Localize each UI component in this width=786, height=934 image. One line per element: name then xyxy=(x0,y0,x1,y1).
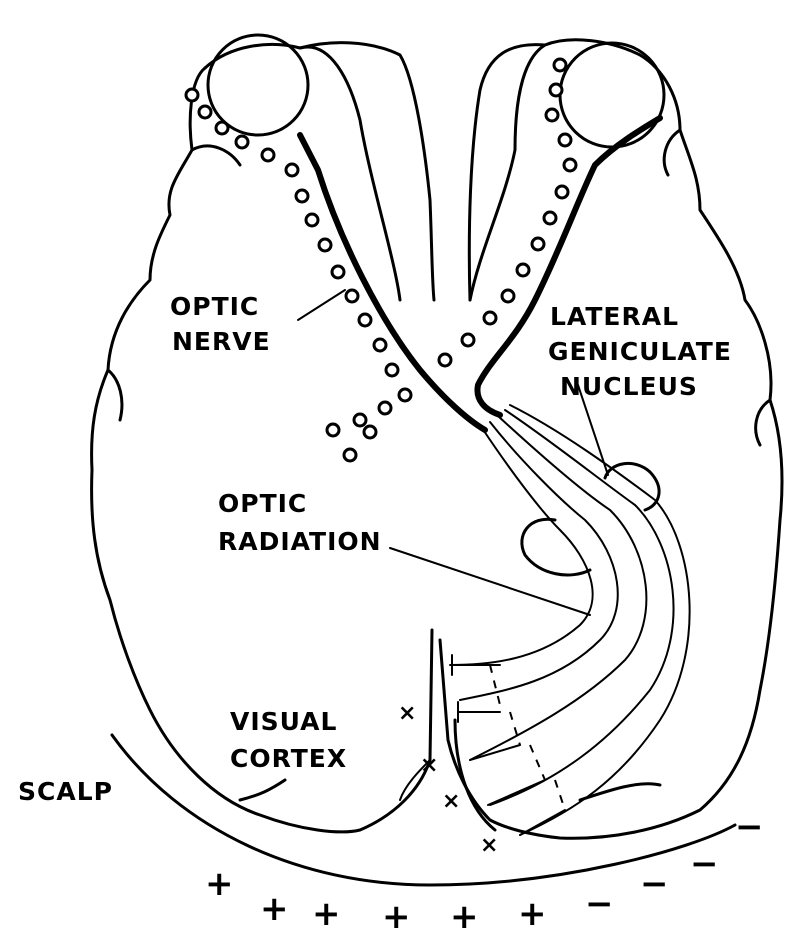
cross-mark: × xyxy=(480,833,498,858)
cross-mark: × xyxy=(442,789,460,814)
optic-radiation-bundle xyxy=(450,405,690,835)
lgn-label-line2: GENICULATE xyxy=(548,337,732,366)
scalp-label: SCALP xyxy=(18,777,113,806)
optic-radiation-label-line2: RADIATION xyxy=(218,527,382,556)
left-eye xyxy=(208,35,308,135)
visual-cortex-label-line2: CORTEX xyxy=(230,744,347,773)
cross-mark: × xyxy=(398,701,416,726)
plus-sign: + xyxy=(518,894,547,934)
positive-potentials: + + + + + + xyxy=(205,864,547,934)
visual-cortex-terminals xyxy=(452,655,565,835)
plus-sign: + xyxy=(312,894,341,934)
brain-outline xyxy=(92,40,782,838)
minus-sign: − xyxy=(640,864,669,904)
plus-sign: + xyxy=(260,889,289,929)
optic-radiation-label-line1: OPTIC xyxy=(218,489,307,518)
lgn-label-line1: LATERAL xyxy=(550,302,679,331)
minus-sign: − xyxy=(735,807,764,847)
cross-mark: × xyxy=(420,753,438,778)
plus-sign: + xyxy=(205,864,234,904)
minus-sign: − xyxy=(585,884,614,924)
eyeballs xyxy=(208,35,664,147)
plus-sign: + xyxy=(382,897,411,934)
thalamus-curl xyxy=(522,519,590,575)
left-optic-fiber-dots xyxy=(186,89,411,461)
minus-sign: − xyxy=(690,844,719,884)
visual-cortex-label-line1: VISUAL xyxy=(230,707,337,736)
optic-nerve-label: OPTIC xyxy=(170,292,259,321)
lgn-label-line3: NUCLEUS xyxy=(560,372,698,401)
right-eye xyxy=(560,43,664,147)
optic-nerve-label-line2: NERVE xyxy=(172,327,271,356)
plus-sign: + xyxy=(450,897,479,934)
